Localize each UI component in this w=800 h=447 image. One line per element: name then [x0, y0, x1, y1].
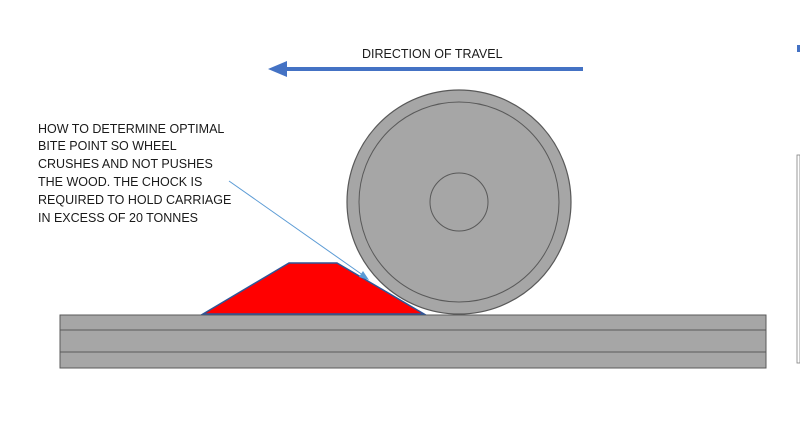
- note-text: HOW TO DETERMINE OPTIMAL BITE POINT SO W…: [38, 122, 231, 225]
- rail-band-bottom: [59, 351, 767, 369]
- rail-track: [59, 314, 767, 369]
- wheel-rim: [358, 101, 560, 303]
- cropped-edge-marks: [796, 45, 800, 364]
- rail-band-middle: [59, 329, 767, 353]
- note-line: REQUIRED TO HOLD CARRIAGE: [38, 193, 231, 207]
- leader-line-arrowhead: [359, 271, 369, 280]
- note-line: HOW TO DETERMINE OPTIMAL: [38, 122, 224, 136]
- direction-of-travel-label: DIRECTION OF TRAVEL: [362, 47, 503, 61]
- leader-line: [228, 180, 368, 279]
- note-line: IN EXCESS OF 20 TONNES: [38, 211, 198, 225]
- wheel-hub: [429, 172, 489, 232]
- rail-band-top: [59, 314, 767, 331]
- note-line: BITE POINT SO WHEEL: [38, 139, 177, 153]
- wooden-chock: [200, 262, 427, 315]
- note-line: THE WOOD. THE CHOCK IS: [38, 175, 202, 189]
- wheel: [346, 89, 572, 315]
- note-line: CRUSHES AND NOT PUSHES: [38, 157, 213, 171]
- arrow-left-icon: [268, 61, 583, 77]
